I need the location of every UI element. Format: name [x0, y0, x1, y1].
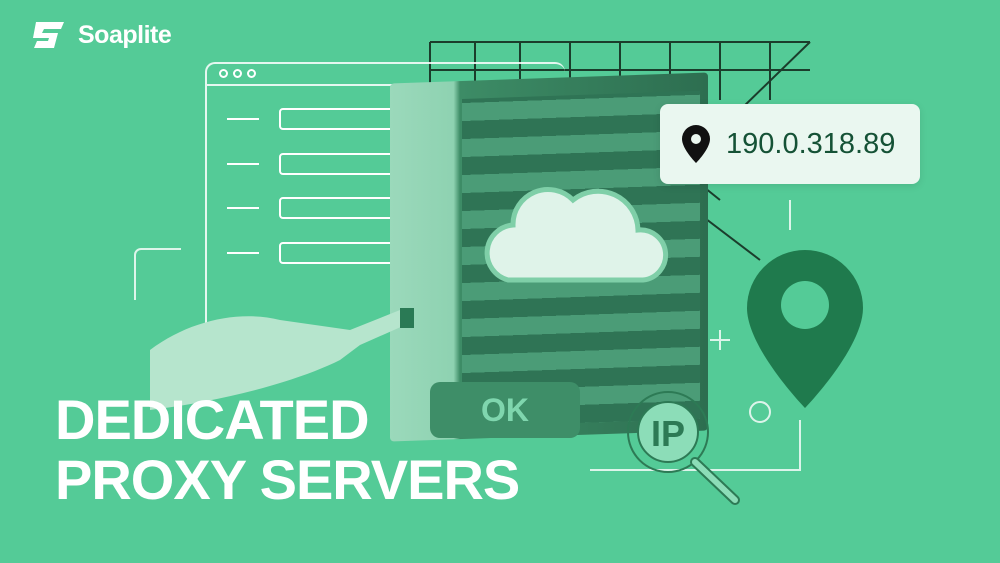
ip-address: 190.0.318.89 [726, 127, 896, 160]
browser-window-illustration [205, 62, 565, 342]
ip-address-card: 190.0.318.89 [660, 104, 920, 184]
ok-status-box: OK [430, 382, 580, 438]
brand-name: Soaplite [78, 20, 172, 49]
headline-line-1: DEDICATED [55, 388, 370, 451]
headline-line-2: PROXY SERVERS [55, 448, 520, 511]
location-pin-icon [747, 250, 863, 408]
map-pin-icon [682, 125, 710, 163]
ip-magnifier-icon: IP [627, 391, 740, 505]
hand-with-usb-illustration [150, 308, 414, 410]
headline: DEDICATED PROXY SERVERS [55, 388, 520, 511]
brand-logo: Soaplite [30, 18, 172, 52]
ip-badge-text: IP [651, 413, 685, 454]
soaplite-logo-icon [33, 22, 64, 48]
cloud-icon [484, 187, 669, 283]
